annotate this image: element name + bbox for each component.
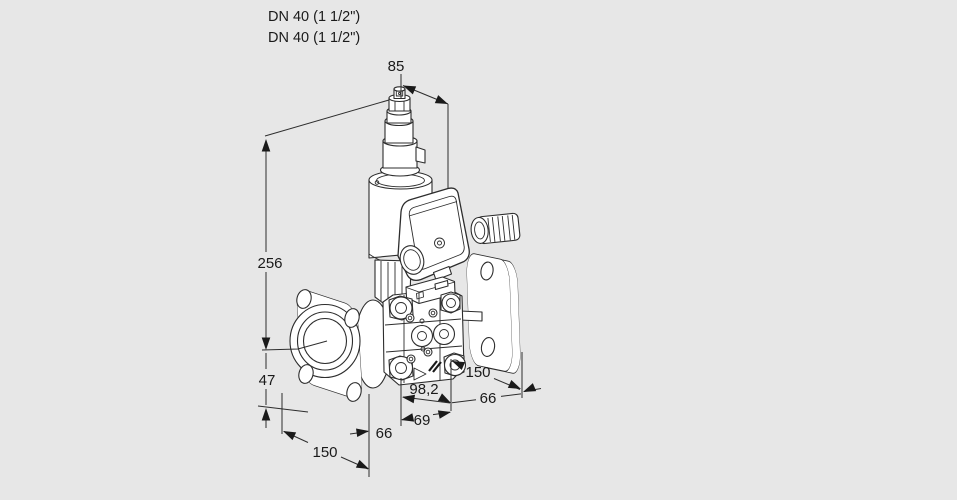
- bottom-tab: [432, 265, 453, 281]
- panel-screw: [434, 237, 445, 249]
- labels: DN 40 (1 1/2") DN 40 (1 1/2") 85 256 47 …: [257, 9, 496, 461]
- valve-body: [382, 276, 467, 386]
- dim-label-150-right: 150: [465, 364, 490, 381]
- dim-label-47: 47: [259, 372, 276, 389]
- dim-label-256: 256: [257, 255, 282, 272]
- hatch-mark: [428, 360, 442, 373]
- cable-gland: [470, 212, 521, 245]
- dn-label-1: DN 40 (1 1/2"): [268, 9, 360, 25]
- left-flange-bolt-hole: [296, 289, 312, 309]
- flow-direction-triangle: [413, 367, 427, 381]
- dim-label-150-left: 150: [312, 444, 337, 461]
- control-unit: [397, 187, 470, 282]
- left-flange-bolt-hole: [344, 308, 360, 328]
- right-flange-bolt-hole: [480, 261, 494, 281]
- dimension-lines: [257, 74, 542, 477]
- left-flange: [289, 289, 363, 402]
- dim-label-66-left: 66: [376, 425, 393, 442]
- dim-label-69: 69: [414, 412, 431, 429]
- left-flange-bolt-hole: [298, 364, 314, 384]
- dim-label-98-2: 98,2: [409, 381, 438, 398]
- dim-label-66-right: 66: [480, 390, 497, 407]
- stem-knob: [393, 86, 406, 100]
- terminal-slot: [434, 279, 449, 291]
- dn-label-2: DN 40 (1 1/2"): [268, 30, 360, 46]
- dim-label-85: 85: [388, 58, 405, 75]
- side-tab: [415, 146, 426, 164]
- sight-glass: [399, 245, 425, 275]
- right-flange-bolt-hole: [480, 337, 496, 357]
- left-flange-bolt-hole: [346, 382, 362, 402]
